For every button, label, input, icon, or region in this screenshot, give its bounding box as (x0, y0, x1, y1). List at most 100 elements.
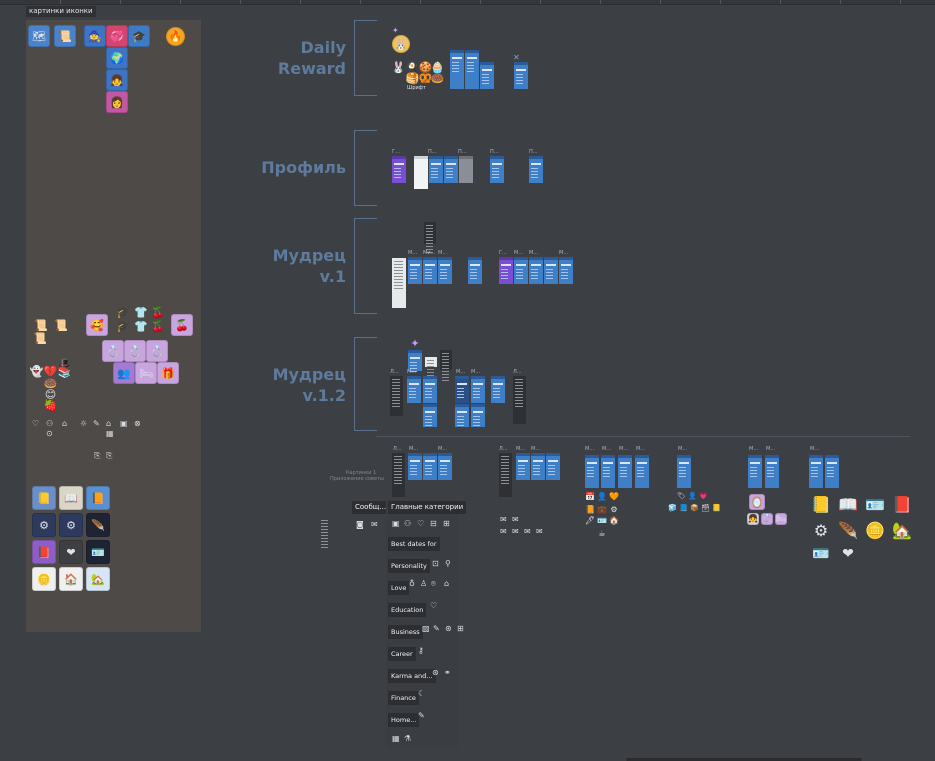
sage1-screen-8[interactable] (559, 257, 573, 284)
category-item-career[interactable]: Career (388, 647, 416, 661)
gift-tile-icon[interactable]: 🎁 (157, 362, 179, 384)
gears-icon-2[interactable]: ⚙ (59, 513, 83, 537)
sage12-top-doc-2[interactable] (440, 350, 452, 370)
sage12-doc-right[interactable] (513, 376, 526, 424)
row5-screen-10[interactable] (635, 455, 649, 488)
sage1-screen-2[interactable] (423, 257, 437, 284)
categories-header[interactable]: Главные категории (388, 501, 467, 514)
row5-screen-9[interactable] (618, 455, 632, 488)
row5-screen-3[interactable] (438, 453, 452, 480)
heart-large-icon[interactable]: ❤ (842, 546, 854, 562)
coins-large-icon[interactable]: 🪙 (865, 521, 885, 540)
bed-tile-small-icon[interactable]: 🛏 (775, 513, 787, 525)
sage12-screen-7[interactable] (471, 404, 485, 427)
gears-icon[interactable]: ⚙ (32, 513, 56, 537)
notebook-icon[interactable]: 📒 (32, 486, 56, 510)
row5-screen-13[interactable] (765, 455, 779, 488)
row5-screen-14[interactable] (809, 455, 823, 488)
row5-screen-1[interactable] (408, 453, 422, 480)
profile-screen-4[interactable] (490, 156, 504, 183)
badge-large-icon[interactable]: 🪪 (865, 495, 885, 514)
sage1-screen-5[interactable] (514, 257, 528, 284)
house-icon[interactable]: 🏠 (59, 567, 83, 591)
scroll-map-icon-2[interactable]: 📜 (54, 25, 76, 47)
house-blue-icon[interactable]: 🏡 (86, 567, 110, 591)
row5-screen-12[interactable] (748, 455, 762, 488)
sage1-doc-left[interactable] (392, 258, 406, 308)
gold-coin-icon[interactable]: 🔥 (166, 27, 185, 46)
girl-avatar-icon[interactable]: 👧 (106, 69, 128, 91)
cap-book-icon[interactable]: 🎓 (128, 25, 150, 47)
bed-tile-icon[interactable]: 🛏 (135, 362, 157, 384)
sage12-screen-8[interactable] (491, 376, 505, 403)
feather-large-icon[interactable]: 🪶 (838, 521, 858, 540)
house-large-icon[interactable]: 🏡 (892, 521, 912, 540)
profile-screen-2[interactable] (429, 156, 443, 183)
sage-avatar-icon[interactable]: 🧙 (84, 25, 106, 47)
profile-screen-white[interactable] (414, 156, 428, 189)
sage12-top-doc[interactable] (425, 357, 437, 367)
sage12-screen-6[interactable] (455, 404, 469, 427)
people-tile-icon[interactable]: 👥 (113, 362, 135, 384)
cherries-tile-icon[interactable]: 🍒 (171, 314, 193, 336)
row5-screen-7[interactable] (585, 455, 599, 488)
row5-screen-11[interactable] (677, 455, 691, 488)
notebook-large-icon[interactable]: 📒 (811, 495, 831, 514)
category-item-karma[interactable]: Karma and... (388, 669, 436, 683)
category-item-personality[interactable]: Personality (388, 559, 430, 573)
rings-tile-icon-3[interactable]: 💍 (146, 340, 168, 362)
gears-large-icon[interactable]: ⚙ (813, 521, 829, 540)
row5-screen-5[interactable] (531, 453, 545, 480)
category-item-love[interactable]: Love (388, 581, 410, 595)
daily-screen-3[interactable] (480, 62, 494, 89)
daily-screen-2[interactable] (465, 50, 479, 89)
daily-reward-coin-icon[interactable]: 🐰 (392, 35, 410, 53)
profile-screen-5[interactable] (529, 156, 543, 183)
sage12-doc-left[interactable] (390, 376, 403, 416)
open-book-icon[interactable]: 📖 (59, 486, 83, 510)
row5-screen-4[interactable] (516, 453, 530, 480)
feather-icon[interactable]: 🪶 (86, 513, 110, 537)
scroll-map-icon[interactable]: 🗺 (28, 25, 50, 47)
sage1-screen-1[interactable] (408, 257, 422, 284)
floating-doc[interactable] (319, 517, 331, 545)
mirror-tile-icon[interactable]: 🪞 (749, 494, 765, 510)
globe-hands-icon[interactable]: 🌍 (106, 47, 128, 69)
row5-screen-8[interactable] (601, 455, 615, 488)
sage12-screen-1[interactable] (407, 376, 421, 403)
sage12-screen-5[interactable] (471, 376, 485, 403)
sage1-screen-purple[interactable] (499, 257, 513, 284)
sage1-screen-4[interactable] (468, 257, 482, 284)
love-faces-icon[interactable]: 💞 (106, 25, 128, 47)
sage12-screen-3[interactable] (423, 404, 437, 427)
category-item-business[interactable]: Business (388, 625, 423, 639)
sage12-screen-4[interactable] (455, 376, 469, 403)
book-large-icon[interactable]: 📕 (892, 495, 912, 514)
profile-screen-grey[interactable] (459, 156, 473, 183)
row5-screen-6[interactable] (546, 453, 560, 480)
sage1-notes-doc[interactable] (424, 222, 436, 244)
sage12-top-screen[interactable] (408, 350, 422, 371)
row5-screen-15[interactable] (825, 455, 839, 488)
category-item-home[interactable]: Home... (388, 713, 420, 727)
book-purple-icon[interactable]: 📕 (32, 540, 56, 564)
sage12-screen-2[interactable] (423, 376, 437, 403)
heart-icon[interactable]: ❤ (59, 540, 83, 564)
row5-screen-2[interactable] (423, 453, 437, 480)
category-item-finance[interactable]: Finance (388, 691, 419, 705)
category-item-education[interactable]: Education (388, 603, 427, 617)
id-large-icon[interactable]: 🪪 (812, 546, 830, 562)
rings-tile-small-icon[interactable]: 💍 (761, 513, 773, 525)
daily-screen-1[interactable] (450, 50, 464, 89)
sage1-screen-7[interactable] (544, 257, 558, 284)
frame-label[interactable]: картинки иконки (26, 6, 96, 17)
row5-doc-1[interactable] (392, 453, 405, 497)
avatar-tile-icon[interactable]: 👧 (747, 513, 759, 525)
open-book-large-icon[interactable]: 📖 (838, 495, 858, 514)
sage1-screen-6[interactable] (529, 257, 543, 284)
badge-id-icon[interactable]: 🪪 (86, 540, 110, 564)
faces-tile-icon[interactable]: 🥰 (86, 314, 108, 336)
book-icon[interactable]: 📙 (86, 486, 110, 510)
row5-doc-2[interactable] (499, 453, 512, 497)
daily-screen-4[interactable] (514, 62, 528, 89)
